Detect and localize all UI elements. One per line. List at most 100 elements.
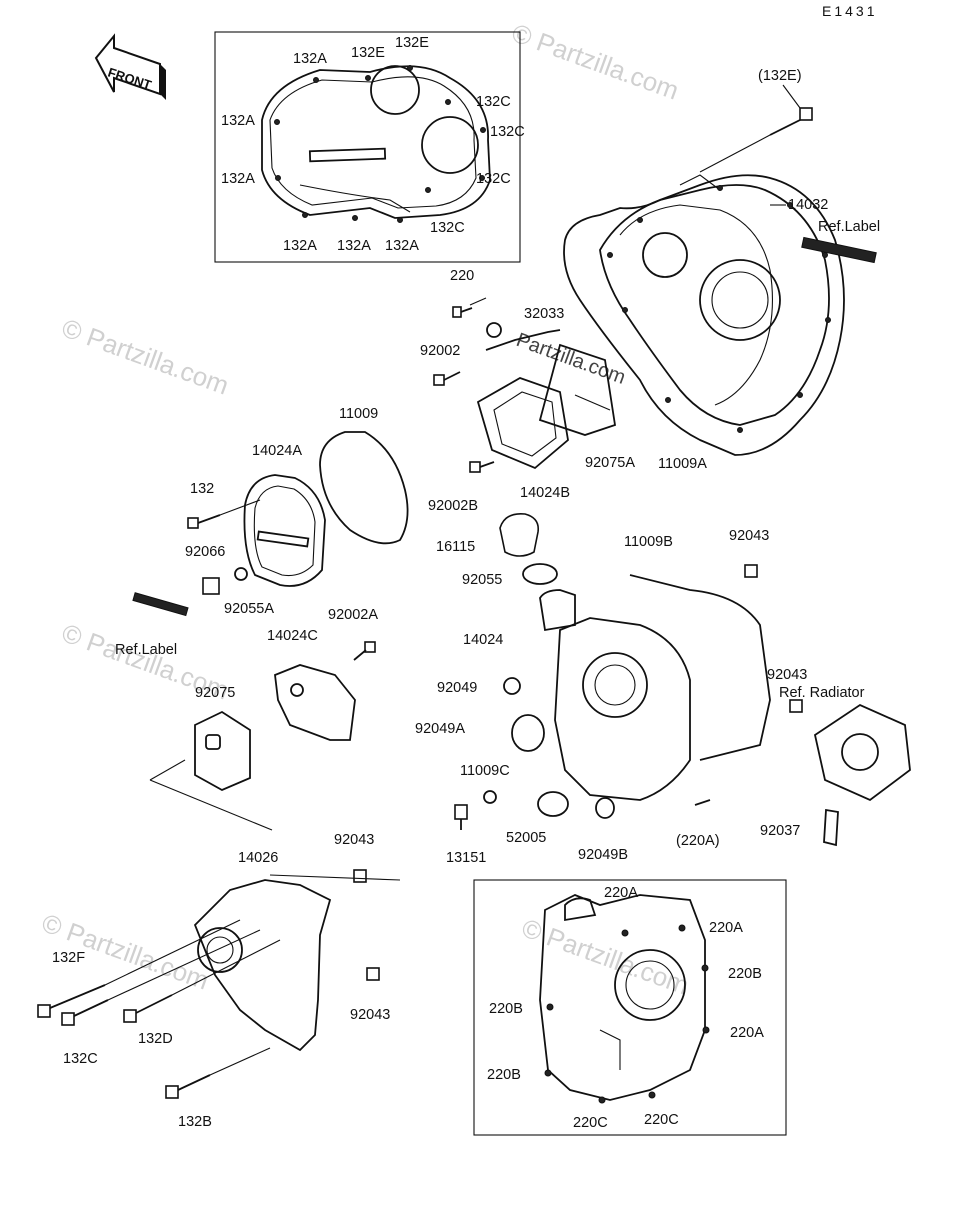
callout: 132C [476, 171, 511, 187]
callout: 132C [476, 94, 511, 110]
leader [104, 919, 241, 986]
part-16115: 16115 [436, 539, 475, 555]
part-132B: 132B [178, 1114, 212, 1130]
clutch-cover-inner [269, 76, 477, 209]
cover-14024A-inner [253, 485, 316, 577]
callout: 220B [487, 1067, 521, 1083]
part-92075A: 92075A [585, 455, 635, 471]
callout: 132A [221, 113, 255, 129]
part-92075: 92075 [195, 685, 235, 701]
part-220A-ref: (220A) [676, 833, 720, 849]
bolt-132B [177, 1074, 211, 1091]
cover-boss-inner [625, 960, 675, 1010]
cover-line [599, 1029, 621, 1070]
filler-cap [499, 512, 540, 557]
bolt-92002 [443, 371, 461, 381]
breather-tube [485, 329, 561, 351]
gasket-11009C [483, 790, 497, 804]
washer [486, 322, 502, 338]
ref-radiator-part [813, 703, 911, 802]
bolt-head [123, 1009, 137, 1023]
callout: 220C [644, 1112, 679, 1128]
diagram-code: E1431 [822, 3, 877, 19]
bolt-132 [197, 514, 221, 524]
bolt-head [37, 1004, 51, 1018]
cover-rib [619, 204, 774, 406]
callout: 132A [337, 238, 371, 254]
inset-top-frame [214, 31, 521, 263]
callout: 132E [395, 35, 429, 51]
leader [107, 929, 261, 1001]
part-132D: 132D [138, 1031, 173, 1047]
watermark: © Partzilla.com [508, 17, 683, 105]
cover-boss [582, 652, 648, 718]
leader [782, 84, 801, 109]
part-52005-shape [537, 791, 569, 817]
front-arrow: FRONT [94, 33, 166, 100]
cover-boss [642, 232, 688, 278]
part-92055A: 92055A [224, 601, 274, 617]
cover-slot [308, 147, 387, 163]
part-92002A: 92002A [328, 607, 378, 623]
bolt-132C [73, 999, 109, 1017]
cover-14024B [476, 377, 569, 470]
bolt-92002B [479, 461, 495, 468]
bolt-132F [49, 984, 106, 1009]
bolt-head [433, 374, 445, 386]
part-92066: 92066 [185, 544, 225, 560]
cover-boss [197, 927, 243, 973]
plate-92075A [538, 343, 617, 436]
part-92037: 92037 [760, 823, 800, 839]
part-92049: 92049 [437, 680, 477, 696]
callout: 132C [490, 124, 525, 140]
callout: 220A [730, 1025, 764, 1041]
callout: 132C [430, 220, 465, 236]
part-11009C: 11009C [460, 763, 510, 779]
bolt-head [452, 306, 462, 318]
leader [469, 297, 487, 306]
clip-92037 [823, 808, 839, 847]
cover-14026 [193, 879, 332, 1052]
oring-92055A [234, 567, 248, 581]
leader [219, 499, 261, 516]
fitting-13151 [454, 804, 468, 820]
bolt-dots [544, 924, 710, 1104]
part-92055: 92055 [462, 572, 502, 588]
pad-slot [205, 734, 221, 750]
plug-92066 [202, 577, 220, 595]
cover-14024B-inner [493, 391, 557, 457]
part-11009: 11009 [339, 406, 378, 422]
part-220: 220 [450, 268, 474, 284]
cover-14024A [243, 474, 326, 587]
filler-neck-inset [564, 897, 597, 922]
ref-label-top: Ref.Label [818, 219, 880, 235]
cover-14032: (132E) 14032 Ref.Label 11009A [563, 68, 880, 472]
cover-14024-inset [539, 894, 706, 1101]
part-14024: 14024 [463, 632, 503, 648]
callout: 220B [728, 966, 762, 982]
bolt-220A [694, 799, 711, 806]
ref-radiator: Ref. Radiator [779, 685, 865, 701]
part-32033: 32033 [524, 306, 564, 322]
bolt-head [364, 641, 376, 653]
part-92043d: 92043 [350, 1007, 390, 1023]
part-92002B: 92002B [428, 498, 478, 514]
part-92043a: 92043 [729, 528, 769, 544]
plate-slot [574, 394, 611, 411]
filler-neck [539, 589, 576, 632]
bolt-132D [135, 994, 173, 1014]
gasket-11009 [319, 431, 409, 545]
clutch-cover-outline [261, 65, 491, 219]
cover-line [299, 184, 411, 213]
callout: 132A [283, 238, 317, 254]
cover-14026-group: 14026 92043 132F 132C 132D 92043 132B [37, 832, 401, 1130]
part-92049A: 92049A [415, 721, 465, 737]
part-132E-ref: (132E) [758, 68, 802, 84]
part-14032: 14032 [788, 197, 828, 213]
bolt-head [165, 1085, 179, 1099]
dowel [366, 967, 380, 981]
cover-boss-inner [711, 271, 769, 329]
part-13151: 13151 [446, 850, 486, 866]
